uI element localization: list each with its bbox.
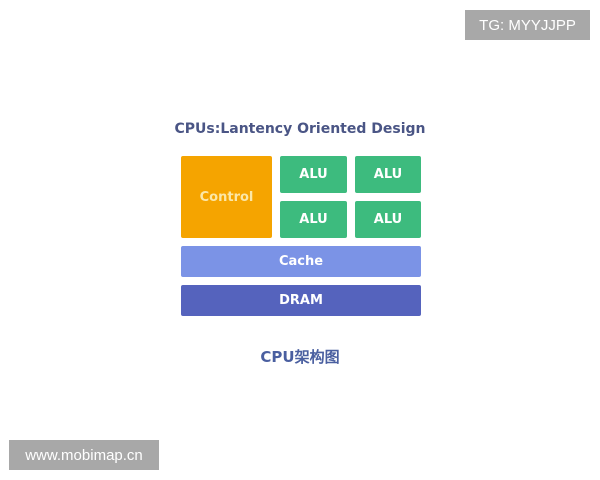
diagram-title: CPUs:Lantency Oriented Design	[174, 121, 426, 137]
watermark-bottom: www.mobimap.cn	[9, 440, 159, 470]
control-block: Control	[181, 156, 272, 238]
watermark-top: TG: MYYJJPP	[465, 10, 590, 40]
diagram-caption: CPU架构图	[260, 348, 340, 366]
alu-block: ALU	[355, 156, 421, 193]
alu-block: ALU	[280, 201, 347, 238]
alu-block: ALU	[280, 156, 347, 193]
dram-block: DRAM	[181, 285, 421, 316]
cache-block: Cache	[181, 246, 421, 277]
alu-block: ALU	[355, 201, 421, 238]
